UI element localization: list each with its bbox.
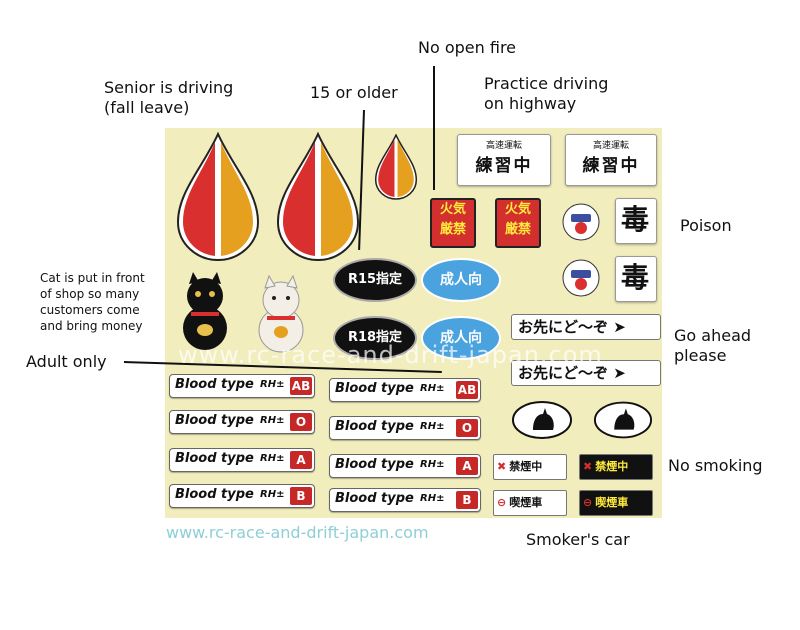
highway-label: 高速運転 [485,141,522,151]
blood-type-label: Blood type [175,413,254,428]
highway-practice-sticker-1: 高速運転 練習中 [457,134,551,186]
smoker-car-sticker-2: ⊖喫煙車 [579,490,653,516]
blood-type-label: Blood type [335,381,414,396]
watermark: www.rc-race-and-drift-japan.com [178,341,603,369]
smoker-text: 喫煙車 [595,496,629,509]
cat-silhouette-sticker-1 [512,401,572,439]
footer-url: www.rc-race-and-drift-japan.com [166,523,429,542]
rh-label: RH± [420,459,445,470]
car-badge-icon-2 [562,259,600,297]
annotation-go-ahead: Go ahead please [674,326,752,365]
annotation-no-open-fire: No open fire [418,38,517,57]
blood-type-o: O [290,413,312,431]
fire-text-2: 厳禁 [504,222,531,237]
r18-sticker: R18指定 [333,316,417,360]
rh-label: RH± [420,493,445,504]
cat-silhouette-sticker-2 [593,401,653,439]
rh-label: RH± [260,453,285,464]
annotation-adult-only: Adult only [26,352,107,371]
car-badge-icon-1 [562,203,600,241]
no-smoking-sticker-1: ✖禁煙中 [493,454,567,480]
blood-type-b: B [456,491,478,509]
go-ahead-sticker-2: お先にど～ぞ ➤ [511,360,661,386]
blood-type-sticker-ab-2: Blood type RH± AB [329,378,481,402]
highway-practice-sticker-2: 高速運転 練習中 [565,134,657,186]
no-smoking-icon: ✖ [497,460,507,473]
blood-type-sticker-b-2: Blood type RH± B [329,488,481,512]
arrow-icon: ➤ [613,318,626,336]
blood-type-label: Blood type [175,451,254,466]
smoking-icon: ⊖ [497,496,507,509]
no-fire-sticker-2: 火気 厳禁 [495,198,541,248]
practice-label: 練習中 [475,156,533,176]
annotation-senior-driving: Senior is driving (fall leave) [104,78,234,117]
blood-type-a: A [290,451,312,469]
go-ahead-text: お先にど～ぞ [518,364,609,382]
blood-type-sticker-b-1: Blood type RH± B [169,484,315,508]
rh-label: RH± [420,421,445,432]
fire-text-1: 火気 [504,202,531,217]
pointer-no-fire [433,66,435,190]
blood-type-label: Blood type [175,377,254,392]
no-smoking-text: 禁煙中 [509,460,543,473]
r15-sticker: R15指定 [333,258,417,302]
poison-sticker-1: 毒 [615,198,657,244]
blood-type-sticker-a-1: Blood type RH± A [169,448,315,472]
poison-text: 毒 [620,261,651,294]
annotation-smokers-car: Smoker's car [526,530,630,549]
blood-type-sticker-ab-1: Blood type RH± AB [169,374,315,398]
senior-leaf-sticker-large [176,132,260,262]
white-lucky-cat-sticker [258,274,304,353]
no-smoking-text: 禁煙中 [595,460,629,473]
adult-sticker-1: 成人向 [421,258,501,302]
smoking-icon: ⊖ [583,496,593,509]
blood-type-sticker-o-2: Blood type RH± O [329,416,481,440]
blood-type-sticker-o-1: Blood type RH± O [169,410,315,434]
poison-sticker-2: 毒 [615,256,657,302]
fire-text-1: 火気 [439,202,466,217]
senior-leaf-sticker-small [374,134,418,200]
adult-sticker-2: 成人向 [421,316,501,360]
blood-type-label: Blood type [335,491,414,506]
go-ahead-text: お先にど～ぞ [518,318,609,336]
no-fire-sticker-1: 火気 厳禁 [430,198,476,248]
rh-label: RH± [420,383,445,394]
practice-label: 練習中 [582,156,640,176]
fire-text-2: 厳禁 [439,222,466,237]
blood-type-ab: AB [290,377,312,395]
smoker-car-sticker-1: ⊖喫煙車 [493,490,567,516]
blood-type-sticker-a-2: Blood type RH± A [329,454,481,478]
annotation-no-smoking: No smoking [668,456,763,475]
blood-type-label: Blood type [335,419,414,434]
no-smoking-sticker-2: ✖禁煙中 [579,454,653,480]
arrow-icon: ➤ [613,364,626,382]
blood-type-a: A [456,457,478,475]
annotation-poison: Poison [680,216,732,235]
rh-label: RH± [260,489,285,500]
sticker-sheet: 高速運転 練習中 高速運転 練習中 火気 厳禁 火気 厳禁 毒 毒 [165,128,662,518]
smoker-text: 喫煙車 [509,496,543,509]
annotation-15-or-older: 15 or older [310,83,398,102]
senior-leaf-sticker-large-2 [276,132,360,262]
blood-type-label: Blood type [335,457,414,472]
blood-type-ab: AB [456,381,478,399]
annotation-cat-shop: Cat is put in front of shop so many cust… [40,271,145,333]
rh-label: RH± [260,415,285,426]
blood-type-b: B [290,487,312,505]
annotation-practice-highway: Practice driving on highway [484,74,609,113]
poison-text: 毒 [620,203,651,236]
rh-label: RH± [260,379,285,390]
blood-type-label: Blood type [175,487,254,502]
no-smoking-icon: ✖ [583,460,593,473]
go-ahead-sticker-1: お先にど～ぞ ➤ [511,314,661,340]
black-lucky-cat-sticker [183,272,227,350]
highway-label: 高速運転 [592,141,629,151]
blood-type-o: O [456,419,478,437]
